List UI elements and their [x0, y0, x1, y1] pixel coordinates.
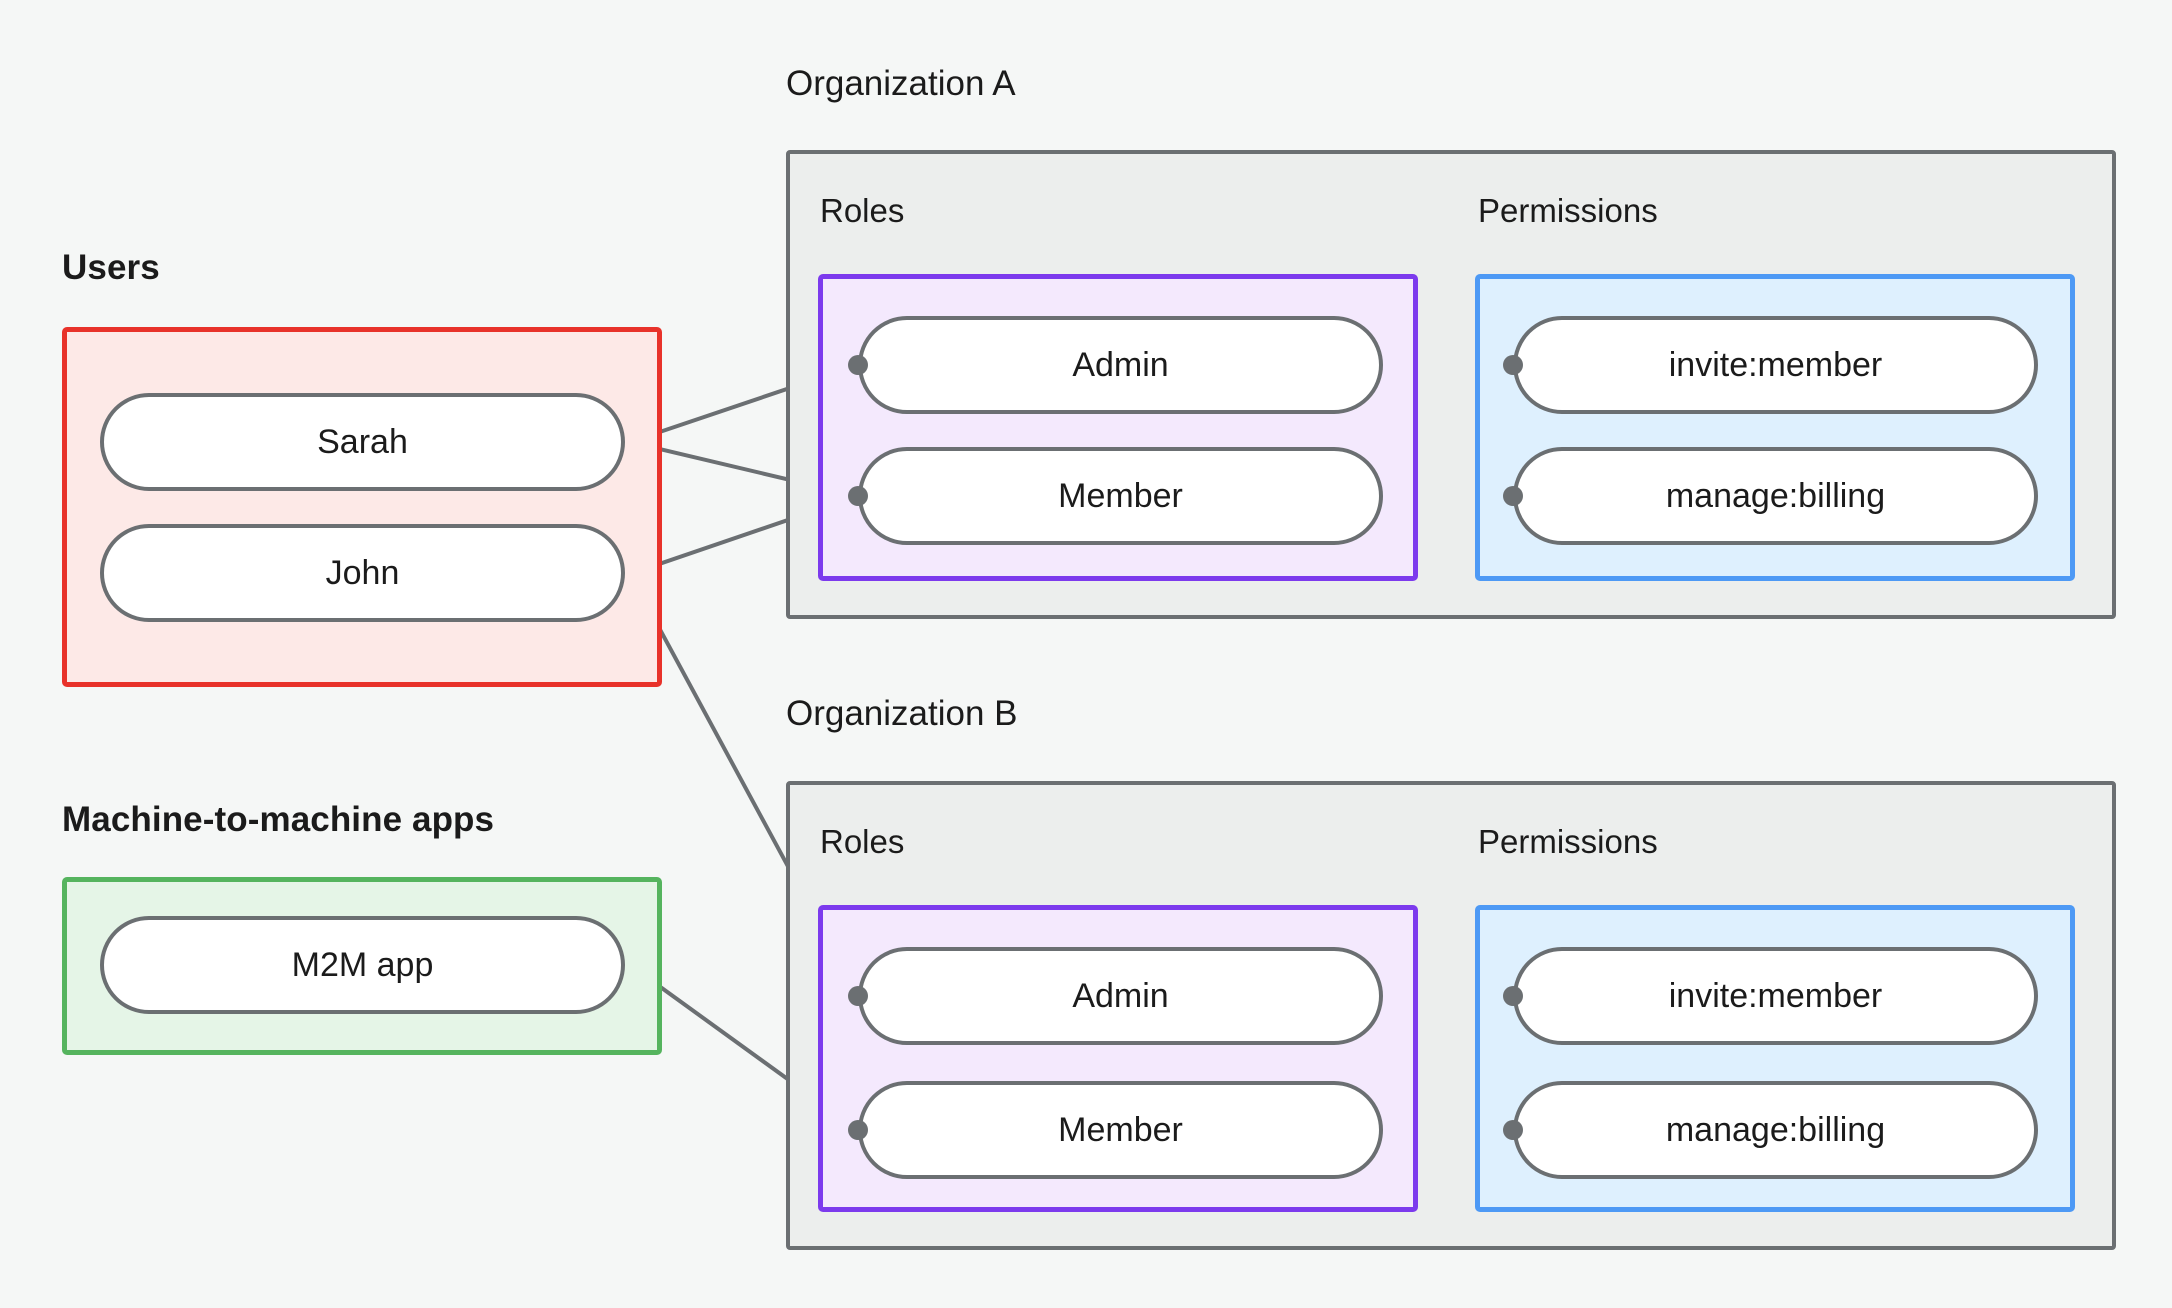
organization-b-roles-label: Roles: [820, 823, 905, 860]
organization-b-role-pill-admin[interactable]: Admin: [858, 947, 1383, 1045]
organization-b-role-admin-label: Admin: [1072, 976, 1169, 1015]
organization-b-role-member-inbound-dot: [848, 1120, 868, 1140]
organization-a-label: Organization A: [786, 64, 1016, 103]
organization-a-roles-label: Roles: [820, 192, 905, 229]
user-pill-sarah[interactable]: Sarah: [100, 393, 625, 491]
organization-a-permission-invite-member-inbound-dot: [1503, 355, 1523, 375]
organization-a-role-member-label: Member: [1058, 476, 1183, 515]
m2m-pill-app[interactable]: M2M app: [100, 916, 625, 1014]
organization-b-permission-invite-member-inbound-dot: [1503, 986, 1523, 1006]
organization-b-permission-pill-invite-member[interactable]: invite:member: [1513, 947, 2038, 1045]
organization-a-permission-pill-manage-billing[interactable]: manage:billing: [1513, 447, 2038, 545]
organization-b-role-member-label: Member: [1058, 1110, 1183, 1149]
organization-a-role-admin-label: Admin: [1072, 345, 1169, 384]
user-pill-john-label: John: [325, 553, 400, 592]
organization-b-permissions-label: Permissions: [1478, 823, 1658, 860]
organization-a-role-pill-admin[interactable]: Admin: [858, 316, 1383, 414]
organization-a-permission-invite-member-label: invite:member: [1668, 345, 1883, 384]
organization-a-role-pill-member[interactable]: Member: [858, 447, 1383, 545]
user-pill-john[interactable]: John: [100, 524, 625, 622]
organization-b-label: Organization B: [786, 694, 1018, 733]
m2m-group-label: Machine-to-machine apps: [62, 800, 495, 839]
organization-b-role-admin-inbound-dot: [848, 986, 868, 1006]
organization-a-permission-manage-billing-label: manage:billing: [1665, 476, 1886, 515]
users-group-label: Users: [62, 248, 160, 287]
organization-a-permission-manage-billing-inbound-dot: [1503, 486, 1523, 506]
organization-a-role-member-inbound-dot: [848, 486, 868, 506]
m2m-pill-app-label: M2M app: [291, 945, 434, 984]
organization-b-permission-pill-manage-billing[interactable]: manage:billing: [1513, 1081, 2038, 1179]
organization-a-role-admin-inbound-dot: [848, 355, 868, 375]
user-pill-sarah-label: Sarah: [317, 422, 408, 461]
users-group-box: [62, 327, 662, 687]
organization-b-role-pill-member[interactable]: Member: [858, 1081, 1383, 1179]
organization-b-permission-manage-billing-label: manage:billing: [1665, 1110, 1886, 1149]
organization-b-permission-invite-member-label: invite:member: [1668, 976, 1883, 1015]
organization-a-permissions-label: Permissions: [1478, 192, 1658, 229]
organization-b-permission-manage-billing-inbound-dot: [1503, 1120, 1523, 1140]
organization-a-permission-pill-invite-member[interactable]: invite:member: [1513, 316, 2038, 414]
